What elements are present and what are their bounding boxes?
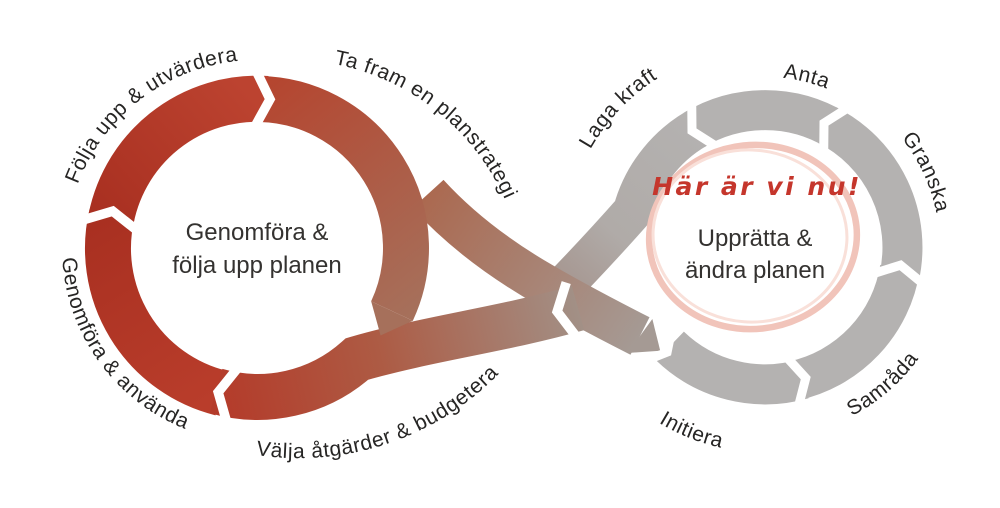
segment-genomfora-anvanda: [85, 208, 228, 416]
left-center-label-line1: Genomföra &: [186, 219, 329, 246]
ta-fram-arrow-tip: [371, 301, 413, 336]
status-note: Här är vi nu!: [652, 172, 862, 201]
connector-ribbon: [412, 179, 650, 355]
right-ring-arrow-notches: [687, 103, 925, 406]
connector-arrow-tip: [627, 319, 661, 353]
right-center-label-line1: Upprätta &: [698, 225, 813, 252]
segment-ta-fram: [259, 76, 429, 321]
label-initiera: Initiera: [656, 407, 726, 453]
left-cycle-ring: [82, 69, 585, 423]
segment-samrada: [788, 264, 920, 401]
segment-folja-upp: [87, 75, 269, 230]
segment-valja-atgarder: [209, 285, 585, 420]
current-position-circle: [645, 141, 861, 333]
segment-granska: [817, 107, 923, 283]
segment-initiera: [656, 331, 809, 405]
label-laga-kraft: Laga kraft: [575, 63, 661, 152]
label-anta: Anta: [782, 60, 833, 93]
segment-anta: [683, 90, 847, 148]
initiera-tail-notch: [640, 324, 678, 367]
left-center-label-line2: följa upp planen: [172, 252, 341, 279]
left-ring-arrow-notches: [82, 69, 580, 423]
crossover-connector: [412, 179, 678, 367]
segment-laga-kraft: [537, 107, 713, 312]
right-center-label-line2: ändra planen: [685, 257, 825, 284]
